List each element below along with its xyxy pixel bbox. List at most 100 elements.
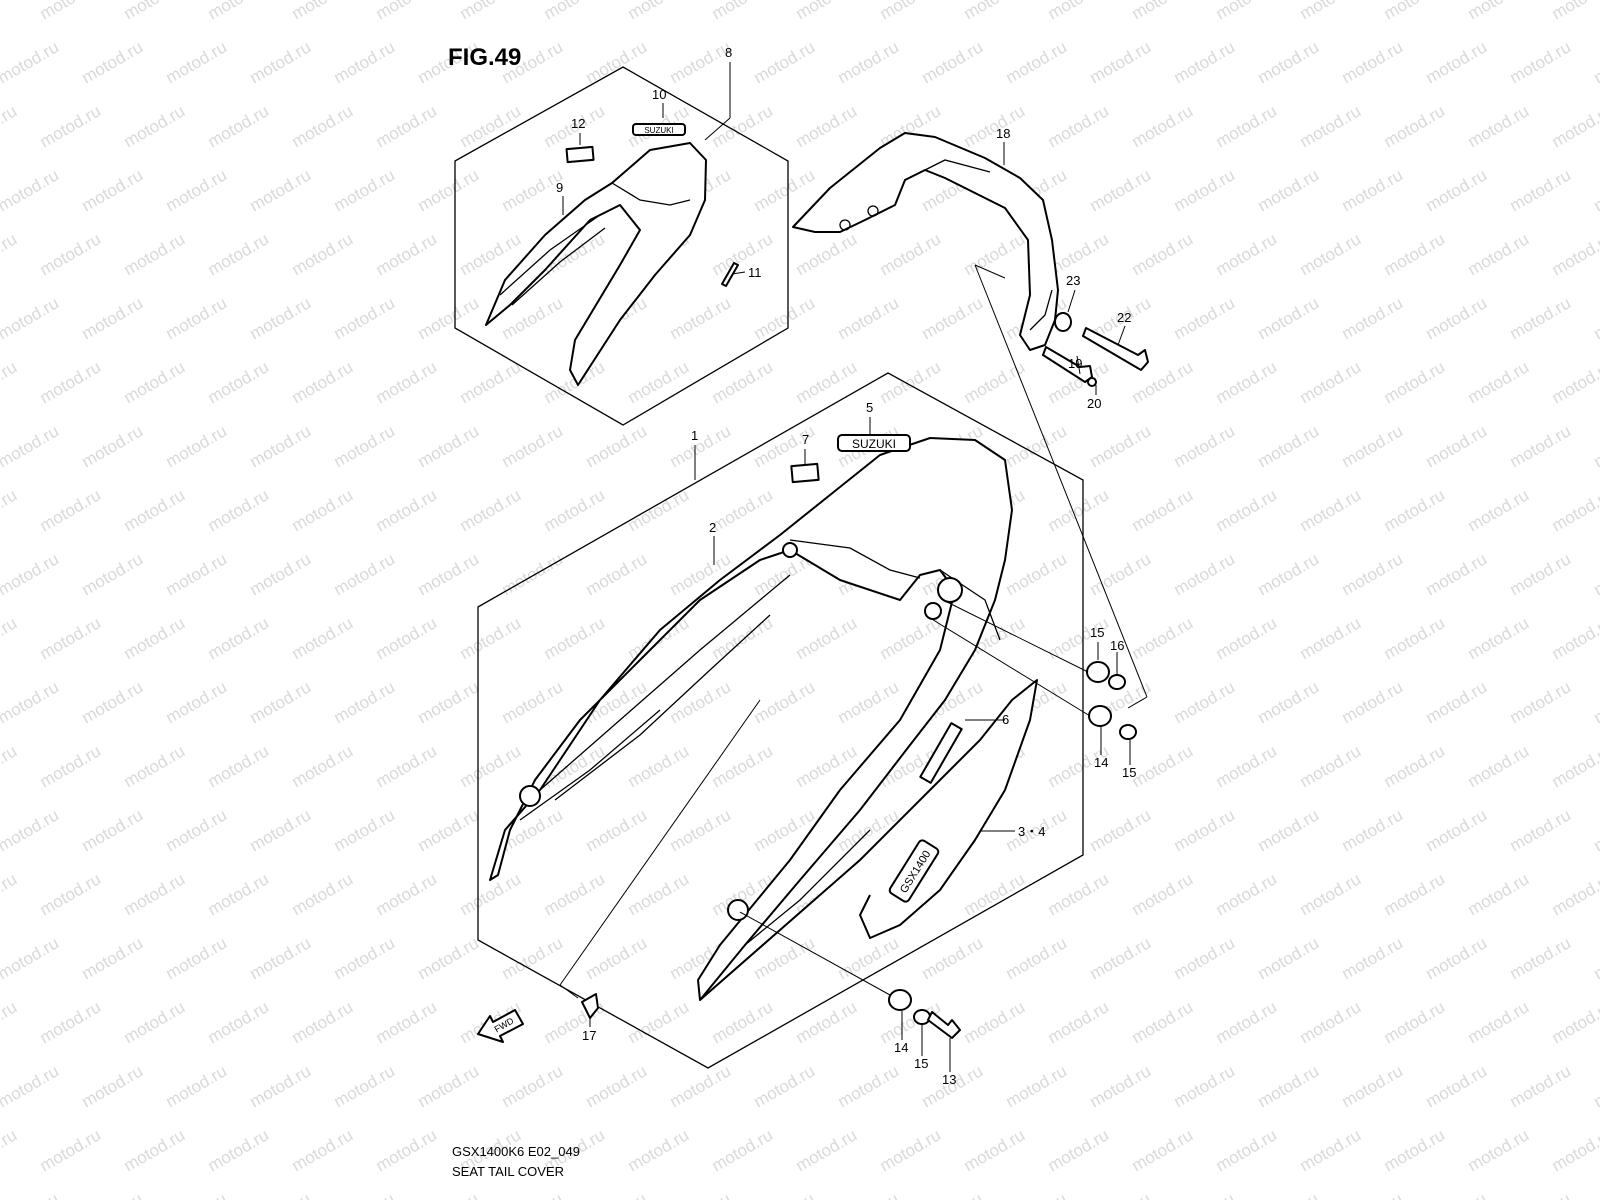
suzuki-emblem-small: [632, 123, 686, 136]
watermark-text: motod.ru: [37, 741, 105, 791]
watermark-text: motod.ru: [1297, 485, 1365, 535]
watermark-text: motod.ru: [1171, 421, 1239, 471]
watermark-text: motod.ru: [1507, 37, 1575, 87]
watermark-text: motod.ru: [751, 165, 819, 215]
watermark-text: motod.ru: [1507, 1061, 1575, 1111]
watermark-text: motod.ru: [499, 549, 567, 599]
watermark-text: motod.ru: [709, 741, 777, 791]
watermark-text: motod.ru: [1171, 293, 1239, 343]
watermark-text: motod.ru: [1213, 1125, 1281, 1175]
watermark-text: motod.ru: [1213, 997, 1281, 1047]
watermark-text: motod.ru: [1045, 997, 1113, 1047]
watermark-text: motod.ru: [247, 1189, 315, 1200]
watermark-text: motod.ru: [625, 357, 693, 407]
watermark-text: motod.ru: [1465, 229, 1533, 279]
callout-2: 2: [709, 520, 716, 535]
watermark-text: motod.ru: [583, 1061, 651, 1111]
watermark-text: motod.ru: [121, 101, 189, 151]
grommet-14b[interactable]: [888, 989, 912, 1011]
watermark-text: motod.ru: [1045, 101, 1113, 151]
watermark-text: motod.ru: [415, 1061, 483, 1111]
watermark-text: motod.ru: [1297, 741, 1365, 791]
watermark-text: motod.ru: [961, 1125, 1029, 1175]
bolt-13[interactable]: [927, 1011, 961, 1039]
watermark-text: motod.ru: [1213, 741, 1281, 791]
watermark-text: motod.ru: [163, 549, 231, 599]
watermark-text: motod.ru: [1423, 933, 1491, 983]
watermark-text: motod.ru: [1549, 357, 1600, 407]
watermark-text: motod.ru: [415, 293, 483, 343]
watermark-text: motod.ru: [919, 933, 987, 983]
watermark-text: motod.ru: [1171, 165, 1239, 215]
watermark-text: motod.ru: [1003, 933, 1071, 983]
grab-rail[interactable]: [792, 132, 1059, 351]
watermark-text: motod.ru: [457, 101, 525, 151]
watermark-text: motod.ru: [79, 549, 147, 599]
watermark-text: motod.ru: [331, 677, 399, 727]
watermark-text: motod.ru: [1381, 101, 1449, 151]
watermark-text: motod.ru: [751, 37, 819, 87]
watermark-text: motod.ru: [247, 293, 315, 343]
suzuki-emblem: [837, 434, 911, 452]
washer-21[interactable]: [1087, 377, 1097, 387]
seat-tail-cover[interactable]: [489, 437, 1013, 1001]
watermark-text: motod.ru: [1129, 997, 1197, 1047]
watermark-text: motod.ru: [205, 357, 273, 407]
bolt-22[interactable]: [1082, 327, 1149, 371]
inset-frame: [454, 66, 789, 426]
watermark-text: motod.ru: [835, 933, 903, 983]
watermark-text: motod.ru: [1255, 1189, 1323, 1200]
side-cover[interactable]: GSX1400: [699, 679, 1038, 1001]
watermark-text: motod.ru: [709, 613, 777, 663]
grommet-14a[interactable]: [1088, 705, 1112, 727]
watermark-text: motod.ru: [1213, 613, 1281, 663]
watermark-text: motod.ru: [79, 933, 147, 983]
watermark-text: motod.ru: [877, 357, 945, 407]
watermark-text: motod.ru: [289, 613, 357, 663]
watermark-text: motod.ru: [625, 485, 693, 535]
watermark-text: motod.ru: [835, 677, 903, 727]
watermark-text: motod.ru: [1003, 1189, 1071, 1200]
watermark-text: motod.ru: [1087, 37, 1155, 87]
watermark-text: motod.ru: [205, 997, 273, 1047]
watermark-text: motod.ru: [121, 357, 189, 407]
tail-cover-small[interactable]: [485, 142, 707, 386]
callout-20: 19: [1068, 356, 1082, 371]
label-sticker-small: [565, 145, 595, 164]
collar-15a[interactable]: [1119, 724, 1137, 740]
watermark-text: motod.ru: [1339, 1189, 1407, 1200]
watermark-text: motod.ru: [1549, 1125, 1600, 1175]
watermark-text: motod.ru: [373, 869, 441, 919]
watermark-text: motod.ru: [289, 869, 357, 919]
callout-19: 18: [996, 126, 1010, 141]
watermark-text: motod.ru: [541, 0, 609, 23]
watermark-text: motod.ru: [0, 0, 20, 23]
watermark-text: motod.ru: [121, 0, 189, 23]
watermark-text: motod.ru: [79, 293, 147, 343]
callout-18: 17: [582, 1028, 596, 1043]
watermark-text: motod.ru: [0, 485, 20, 535]
watermark-text: motod.ru: [1171, 677, 1239, 727]
watermark-text: motod.ru: [1549, 229, 1600, 279]
watermark-text: motod.ru: [289, 741, 357, 791]
watermark-text: motod.ru: [1381, 357, 1449, 407]
watermark-text: motod.ru: [1423, 1189, 1491, 1200]
watermark-text: motod.ru: [331, 293, 399, 343]
watermark-text: motod.ru: [0, 805, 62, 855]
washer-23[interactable]: [1054, 312, 1072, 332]
watermark-text: motod.ru: [1381, 229, 1449, 279]
watermark-text: motod.ru: [961, 0, 1029, 23]
watermark-text: motod.ru: [667, 37, 735, 87]
collar-17[interactable]: [1108, 674, 1126, 690]
watermark-text: motod.ru: [1339, 293, 1407, 343]
trim-strip: [721, 262, 739, 287]
grommet-16[interactable]: [1086, 661, 1110, 683]
clip-18[interactable]: [581, 993, 599, 1019]
watermark-text: motod.ru: [1339, 37, 1407, 87]
collar-15b[interactable]: [913, 1009, 931, 1025]
watermark-text: motod.ru: [667, 805, 735, 855]
watermark-text: motod.ru: [1045, 0, 1113, 23]
watermark-text: motod.ru: [1087, 1061, 1155, 1111]
watermark-text: motod.ru: [583, 933, 651, 983]
